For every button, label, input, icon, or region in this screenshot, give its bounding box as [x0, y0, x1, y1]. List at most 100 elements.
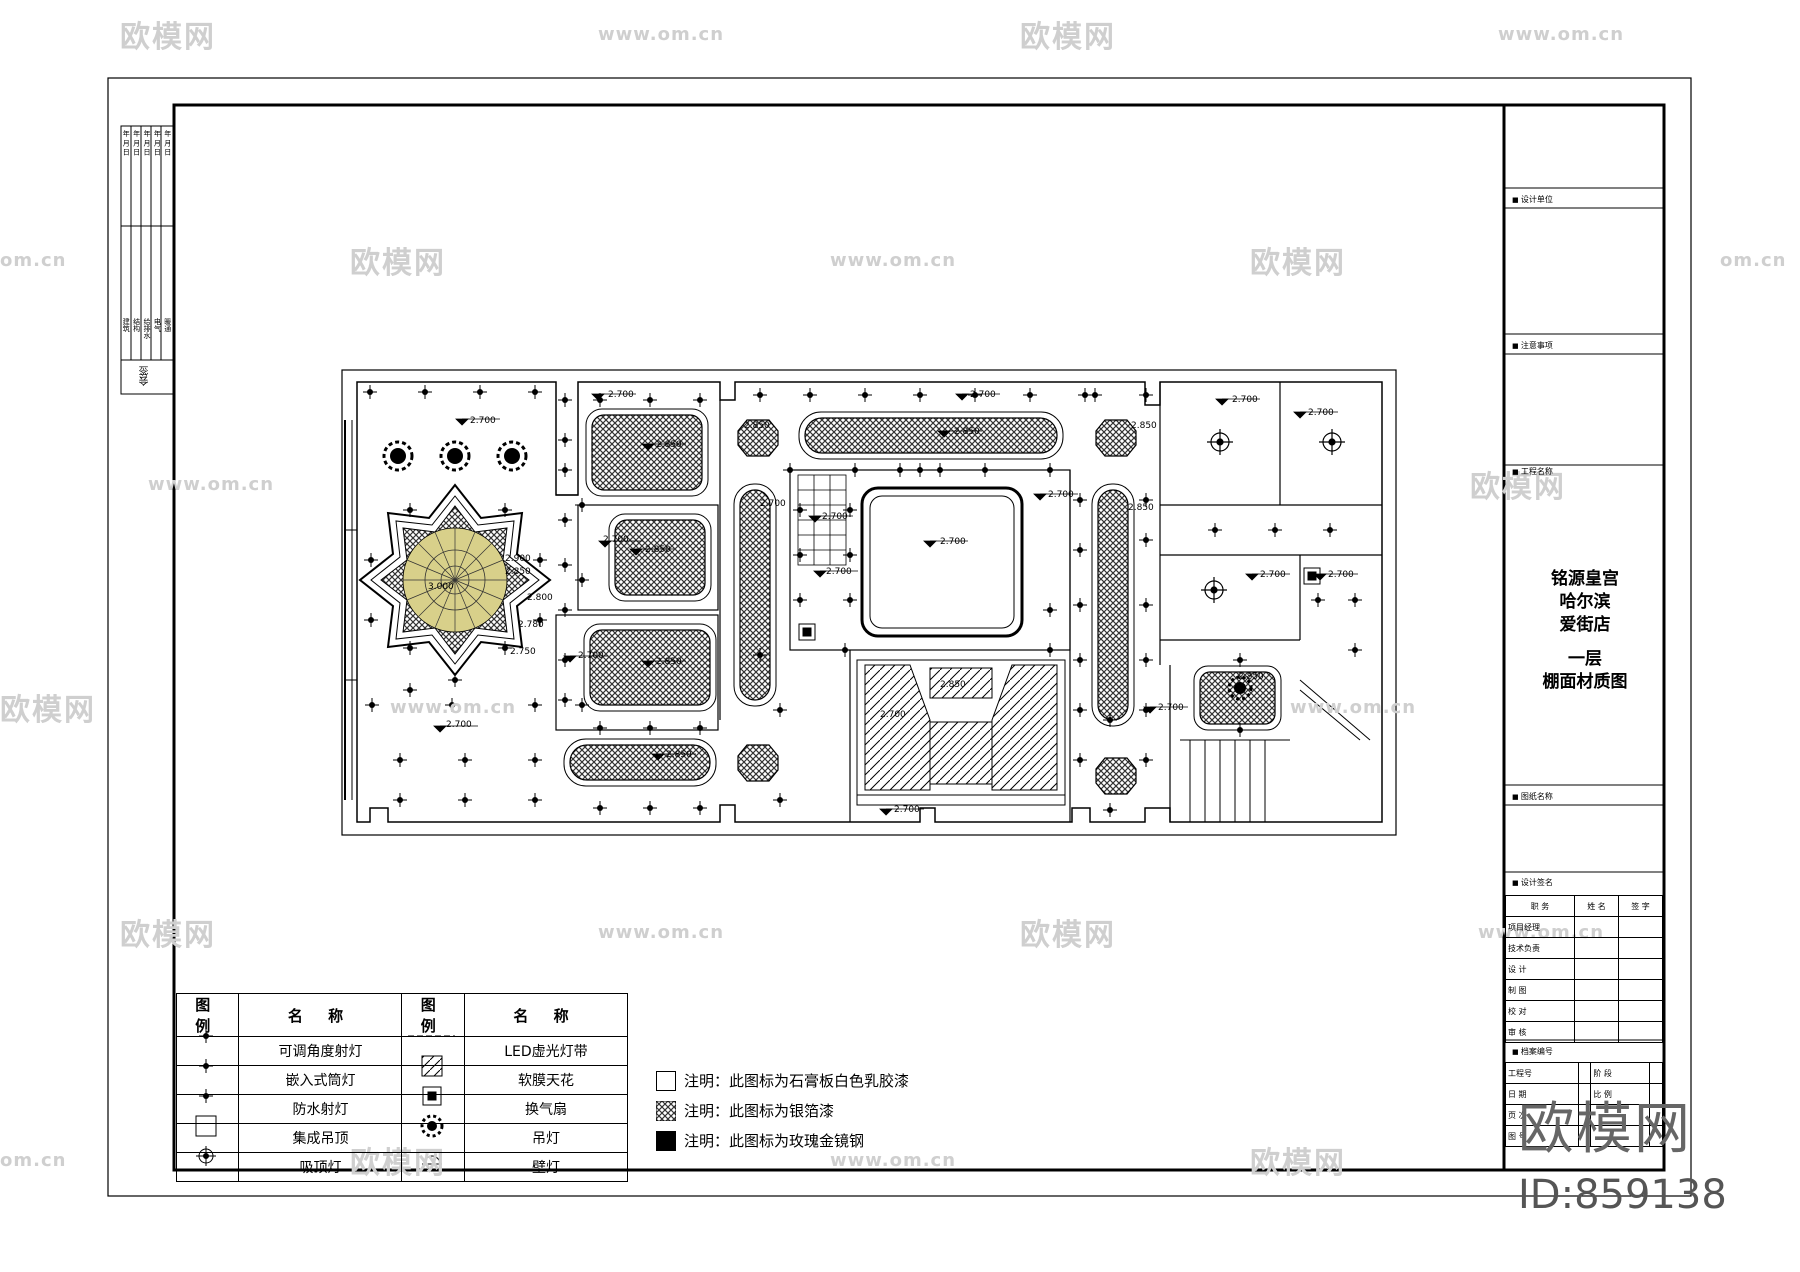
watermark-brand: 欧模网	[120, 918, 216, 953]
countersign-dates: 年 月 日 年 月 日 年 月 日 年 月 日 年 月 日	[122, 130, 172, 156]
elevation-label: 2.700	[1328, 570, 1354, 580]
legend-row: 吸顶灯壁灯	[175, 1152, 629, 1182]
archive-table: 工程号阶 段 日 期比 例 页 次 图 号	[1505, 1062, 1663, 1147]
elevation-label: 2.850	[1128, 503, 1154, 513]
table-row: 日 期比 例	[1505, 1083, 1663, 1105]
elevation-label: 2.700	[1308, 408, 1334, 418]
ceiling-lights	[1201, 429, 1345, 603]
countersign-label: 会签	[140, 366, 151, 386]
drawing-title: 一层 棚面材质图	[1542, 649, 1628, 692]
countersign-roles: 建筑 结构 给排水 电气 暖通	[122, 318, 172, 339]
legend-row: 集成吊顶吊灯	[175, 1123, 629, 1153]
elevation-label: 2.700	[760, 499, 786, 509]
elevation-label: 2.700	[603, 535, 629, 545]
watermark-brand: 欧模网	[0, 693, 96, 728]
watermark-url: om.cn	[0, 1150, 67, 1171]
notice-label: 注意事项	[1512, 340, 1553, 351]
white-swatch	[656, 1070, 676, 1091]
elevation-label: 2.700	[1260, 570, 1286, 580]
elevation-label: 2.850	[505, 567, 531, 577]
legend-header: 图 例	[175, 993, 240, 1037]
watermark-brand: 欧模网	[350, 246, 446, 281]
watermark-url: om.cn	[1720, 250, 1787, 271]
archive-label: 档案编号	[1512, 1046, 1553, 1057]
elevation-label: 2.800	[527, 593, 553, 603]
panel-hatch-5	[739, 489, 771, 701]
inner-border	[172, 103, 1666, 1172]
drawing-name-label: 图纸名称	[1512, 791, 1553, 802]
table-row: 审 核	[1504, 1021, 1663, 1043]
watermark-url: www.om.cn	[1498, 24, 1625, 45]
signature-label: 设计签名	[1512, 877, 1553, 888]
elevation-label: 2.700	[822, 512, 848, 522]
table-row: 设 计	[1504, 958, 1663, 980]
watermark-brand: 欧模网	[1250, 1146, 1346, 1181]
watermark-url: www.om.cn	[830, 1150, 957, 1171]
elevation-label: 2.700	[608, 390, 634, 400]
elevation-label: 2.700	[826, 567, 852, 577]
octagon-hatch-4	[1095, 757, 1137, 795]
elevation-label: 2.700	[470, 416, 496, 426]
panel-hatch-3	[589, 629, 711, 706]
watermark-url: www.om.cn	[1290, 697, 1417, 718]
elevation-label: 2.900	[505, 554, 531, 564]
elevation-label: 2.850	[656, 657, 682, 667]
elevation-label: 2.700	[940, 537, 966, 547]
hatch-swatch	[656, 1100, 676, 1121]
legend-header: 名 称	[463, 993, 629, 1037]
panel-hatch-6	[1097, 489, 1129, 721]
elevation-label: 2.700	[1048, 490, 1074, 500]
watermark-url: om.cn	[0, 250, 67, 271]
legend-header: 图 例	[401, 993, 465, 1037]
project-name-label: 工程名称	[1512, 466, 1553, 477]
legend-row: 防水射灯换气扇	[175, 1094, 629, 1124]
watermark-brand: 欧模网	[1020, 20, 1116, 55]
elevation-label: 2.700	[894, 805, 920, 815]
octagon-hatch-3	[737, 744, 779, 782]
project-name: 铭源皇宫 哈尔滨 爱街店	[1551, 569, 1619, 635]
table-row: 项目经理	[1504, 916, 1663, 938]
outer-border	[107, 77, 1692, 1197]
elevation-label: 2.850	[1238, 672, 1264, 682]
elevation-label: 2.700	[1232, 395, 1258, 405]
elevation-label: 2.850	[744, 421, 770, 431]
elevation-label: 3.000	[428, 582, 454, 592]
elevation-label: 2.850	[656, 440, 682, 450]
watermark-url: www.om.cn	[830, 250, 957, 271]
table-row: 制 图	[1504, 979, 1663, 1001]
pendant-lights	[382, 440, 1253, 701]
central-coffer	[860, 486, 1024, 638]
elevation-label: 2.700	[1158, 703, 1184, 713]
note-gypsum: 注明：此图标为石膏板白色乳胶漆	[656, 1070, 909, 1091]
watermark-url: www.om.cn	[598, 24, 725, 45]
watermark-url: www.om.cn	[390, 697, 517, 718]
octagon-hatch-2	[1095, 419, 1137, 457]
legend-row: 嵌入式筒灯软膜天花	[175, 1065, 629, 1095]
elevation-label: 2.750	[510, 647, 536, 657]
signature-table: 职 务 姓 名 签 字 项目经理 技术负责 设 计 制 图 校 对 审 核	[1504, 895, 1663, 1043]
watermark-brand: 欧模网	[120, 20, 216, 55]
table-row: 职 务 姓 名 签 字	[1504, 895, 1663, 917]
panel-hatch-1	[591, 414, 703, 491]
elevation-label: 2.700	[446, 720, 472, 730]
table-row: 图 号	[1505, 1125, 1663, 1147]
black-swatch	[656, 1130, 676, 1151]
elevation-markers	[433, 393, 1358, 816]
note-rose-gold: 注明：此图标为玫瑰金镜钢	[656, 1130, 864, 1151]
elevation-label: 2.850	[940, 680, 966, 690]
watermark-url: www.om.cn	[148, 474, 275, 495]
table-row: 技术负责	[1504, 937, 1663, 959]
panel-hatch-2	[614, 519, 706, 596]
design-unit-label: 设计单位	[1512, 194, 1553, 205]
model-id: ID:859138	[1518, 1172, 1727, 1218]
brand-logo-text: 欧模网	[1518, 1097, 1692, 1162]
elevation-label: 2.700	[880, 710, 906, 720]
watermark-url: www.om.cn	[598, 922, 725, 943]
elevation-label: 2.850	[954, 427, 980, 437]
elevation-label: 2.850	[666, 750, 692, 760]
table-row: 工程号阶 段	[1505, 1062, 1663, 1084]
plan-frame	[341, 369, 1397, 836]
panel-hatch-4	[804, 417, 1058, 454]
